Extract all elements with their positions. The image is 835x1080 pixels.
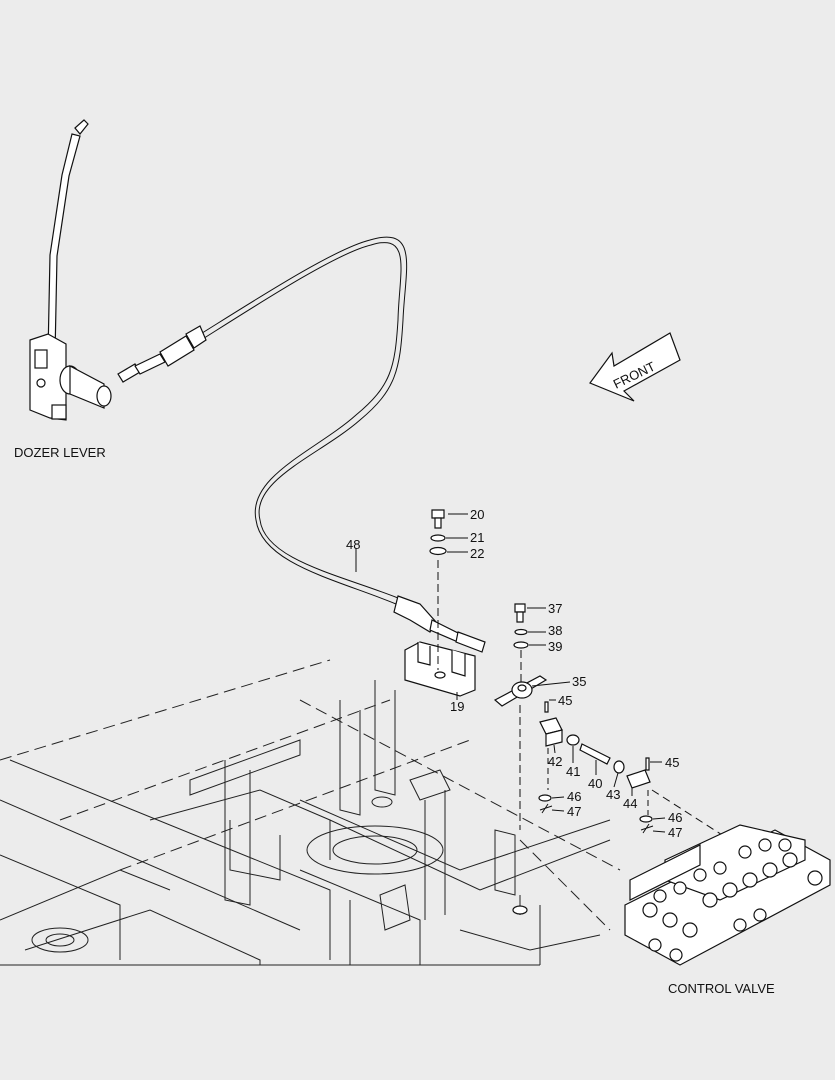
callout-39: 39 bbox=[548, 639, 562, 654]
callout-38: 38 bbox=[548, 623, 562, 638]
callout-40: 40 bbox=[588, 776, 602, 791]
callout-22: 22 bbox=[470, 546, 484, 561]
callout-35: 35 bbox=[572, 674, 586, 689]
dozer-lever bbox=[29, 119, 112, 421]
callout-42: 42 bbox=[548, 754, 562, 769]
callout-45-upper: 45 bbox=[558, 693, 572, 708]
callout-46-right: 46 bbox=[668, 810, 682, 825]
callout-46-left: 46 bbox=[567, 789, 581, 804]
callout-21: 21 bbox=[470, 530, 484, 545]
callout-41: 41 bbox=[566, 764, 580, 779]
control-valve bbox=[624, 824, 831, 966]
callout-20: 20 bbox=[470, 507, 484, 522]
leader-lines bbox=[355, 513, 666, 833]
callout-48: 48 bbox=[346, 537, 360, 552]
callout-19: 19 bbox=[450, 699, 464, 714]
lever-assembly-35 bbox=[493, 603, 548, 830]
bracket-19 bbox=[404, 641, 476, 697]
callout-47-right: 47 bbox=[668, 825, 682, 840]
callout-45-lower: 45 bbox=[665, 755, 679, 770]
dozer-lever-caption: DOZER LEVER bbox=[14, 445, 106, 460]
linkage-40-47 bbox=[538, 701, 731, 841]
front-direction-arrow-icon: FRONT bbox=[589, 332, 681, 402]
callout-numbers: 48 20 21 22 19 37 38 39 35 45 42 41 40 4… bbox=[346, 507, 682, 840]
control-cable bbox=[117, 236, 486, 653]
callout-37: 37 bbox=[548, 601, 562, 616]
machine-frame bbox=[0, 659, 621, 966]
bolt-stack-20-22 bbox=[429, 509, 447, 670]
callout-44: 44 bbox=[623, 796, 637, 811]
callout-43: 43 bbox=[606, 787, 620, 802]
callout-47-left: 47 bbox=[567, 804, 581, 819]
control-valve-caption: CONTROL VALVE bbox=[668, 981, 775, 996]
